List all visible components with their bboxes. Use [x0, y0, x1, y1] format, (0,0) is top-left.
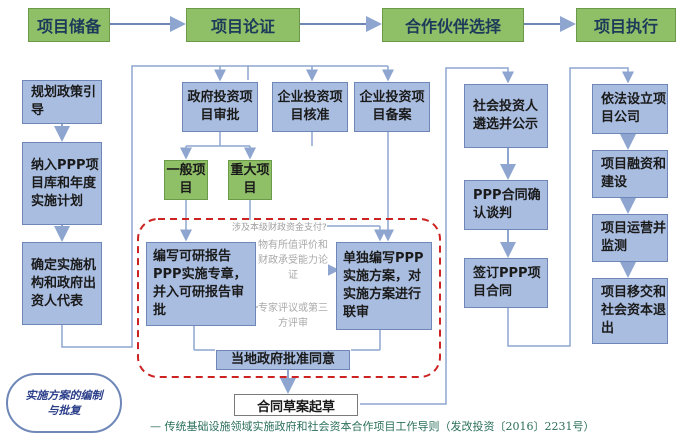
- sign-ppp-contract-box: 签订PPP项目合同: [464, 258, 548, 308]
- contract-draft-box: 合同草案起草: [234, 394, 358, 416]
- include-ppp-library-box: 纳入PPP项目库和年度实施计划: [22, 142, 102, 225]
- value-for-money-evaluation-text: 物有所值评价和财政承受能力论证: [258, 238, 328, 292]
- stage-partner-selection: 合作伙伴选择: [382, 8, 524, 42]
- ppp-contract-negotiation-box: PPP合同确认谈判: [464, 180, 548, 230]
- establish-project-company-box: 依法设立项目公司: [592, 84, 668, 134]
- project-financing-construction-box: 项目融资和建设: [592, 150, 668, 198]
- major-project-box: 重大项目: [228, 160, 272, 200]
- stage-project-execution: 项目执行: [576, 8, 676, 42]
- enterprise-investment-record-box: 企业投资项目备案: [354, 82, 430, 132]
- separate-implementation-plan-box: 单独编写PPP实施方案，对实施方案进行联审: [336, 242, 432, 330]
- project-operation-monitoring-box: 项目运营并监测: [592, 214, 668, 262]
- source-footer: — 传统基础设施领域实施政府和社会资本合作项目工作导则（发改投资〔2016〕22…: [150, 420, 595, 433]
- stage-project-demonstration: 项目论证: [186, 8, 300, 42]
- compile-feasibility-chapter-box: 编写可研报告PPP实施专章，并入可研报告审批: [146, 242, 256, 326]
- stage-project-reserve: 项目储备: [28, 8, 110, 42]
- project-transfer-exit-box: 项目移交和社会资本退出: [592, 278, 668, 344]
- determine-implementing-agency-box: 确定实施机构和政府出资人代表: [22, 242, 102, 325]
- financial-payment-question: 涉及本级财政资金支付?: [232, 220, 327, 233]
- policy-guidance-box: 规划政策引导: [22, 80, 102, 124]
- government-investment-approval-box: 政府投资项目审批: [182, 82, 258, 132]
- expert-review-text: 专家评议或第三方评审: [258, 301, 328, 331]
- investor-selection-box: 社会投资人遴选并公示: [464, 84, 548, 148]
- local-government-approval-box: 当地政府批准同意: [216, 350, 350, 370]
- cloud-note-text: 实施方案的编制与批复: [25, 389, 103, 417]
- general-project-box: 一般项目: [164, 160, 208, 200]
- implementation-plan-boundary: [137, 218, 441, 378]
- enterprise-investment-verification-box: 企业投资项目核准: [272, 82, 348, 132]
- implementation-plan-cloud-note: 实施方案的编制与批复: [6, 373, 122, 433]
